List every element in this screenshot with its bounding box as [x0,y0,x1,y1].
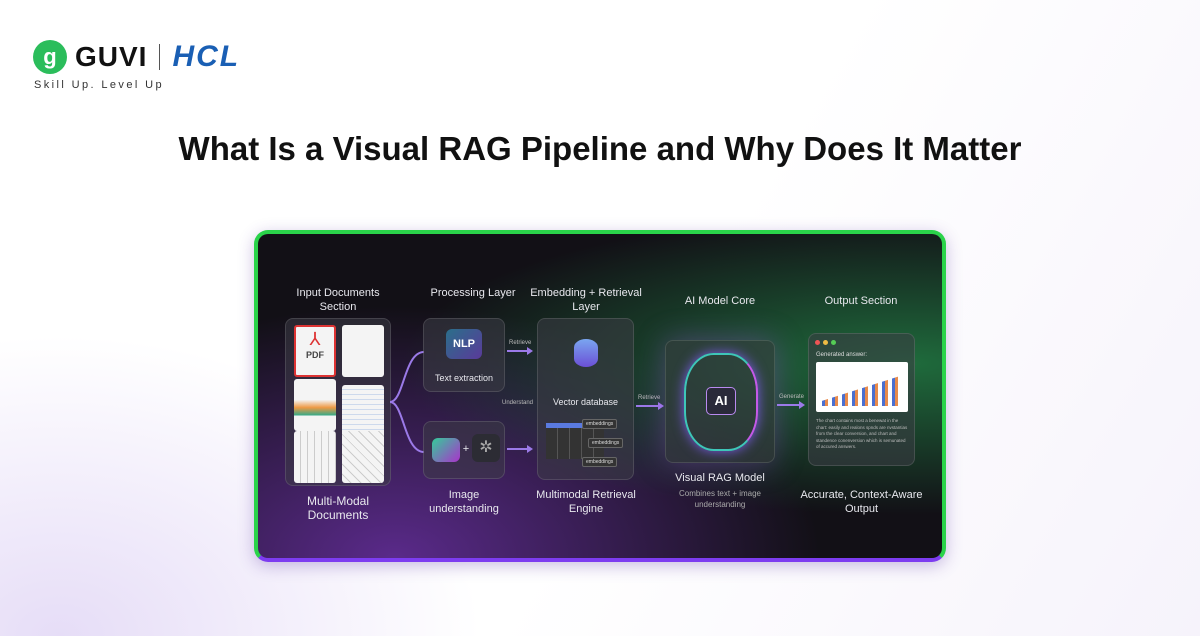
neural-network-icon: ✲ [472,434,500,462]
guvi-wordmark: GUVI [75,41,148,72]
blueprint-document-thumbnail [294,431,336,483]
maximize-dot-icon [831,340,836,345]
brand-logo[interactable]: g GUVI HCL [33,40,240,74]
retrieve-arrow [507,347,533,355]
retrieve-label: Retrieve [509,340,532,346]
model-caption: Visual RAG Model [675,472,765,484]
embedding-chip: embeddings [582,457,618,467]
invoice-document-thumbnail [342,325,384,377]
pipeline-diagram: Input Documents Section ⅄ PDF Multi-Moda… [254,230,946,562]
logo-divider [159,44,161,70]
generate-label: Generate [779,394,805,400]
branch-connector [390,351,425,453]
minimize-dot-icon [823,340,828,345]
embedding-heading: Embedding + Retrieval Layer [530,287,642,313]
ai-model-box: AI [665,340,775,463]
answer-chart-thumbnail [816,362,908,412]
table-document-thumbnail [342,385,384,437]
image-to-embedding-arrow [507,445,533,453]
retrieve-to-model-arrow [636,402,664,410]
nlp-icon: NLP [446,329,482,359]
retrieve-label-2: Retrieve [638,395,661,401]
model-subcaption: Combines text + image understanding [678,489,762,509]
plus-sign: + [462,443,470,455]
embedding-caption: Multimodal Retrieval Engine [536,489,636,515]
understand-label: Understand [502,400,534,406]
embedding-chip: embeddings [588,438,624,448]
input-heading: Input Documents Section [296,287,380,313]
generate-arrow [777,401,805,409]
hcl-wordmark: HCL [172,40,241,73]
pdf-icon: ⅄ PDF [294,325,336,377]
vector-database-label: Vector database [552,397,619,407]
image-understanding-label: Image understanding [429,489,499,515]
processing-heading: Processing Layer [430,287,516,299]
image-understanding-box: + ✲ [423,421,505,479]
chart-document-thumbnail [294,379,336,431]
embedding-chip: embeddings [582,419,618,429]
answer-heading: Generated answer: [816,352,868,358]
text-extraction-label: Text extraction [434,373,494,383]
close-dot-icon [815,340,820,345]
output-heading: Output Section [824,295,898,307]
output-caption: Accurate, Context-Aware Output [800,489,923,515]
ai-chip-icon: AI [706,387,736,415]
output-window: Generated answer: The chart contains mos… [808,333,915,466]
answer-text: The chart contains most a benewat in the… [816,418,908,449]
pdf-label: PDF [306,350,324,360]
page-title: What Is a Visual RAG Pipeline and Why Do… [178,130,1022,167]
database-icon [574,339,598,367]
guvi-logo-icon: g [33,40,67,74]
tagline: Skill Up. Level Up [34,79,165,91]
window-controls [815,340,836,345]
vector-database-box: Vector database embeddings embeddings em… [537,318,634,480]
input-documents-box: ⅄ PDF [285,318,391,486]
input-caption: Multi-Modal Documents [306,494,369,522]
text-extraction-box: NLP Text extraction [423,318,505,392]
brain-icon [684,353,758,451]
diagram-document-thumbnail [342,431,384,483]
camera-icon [432,438,460,462]
model-heading: AI Model Core [684,295,756,307]
